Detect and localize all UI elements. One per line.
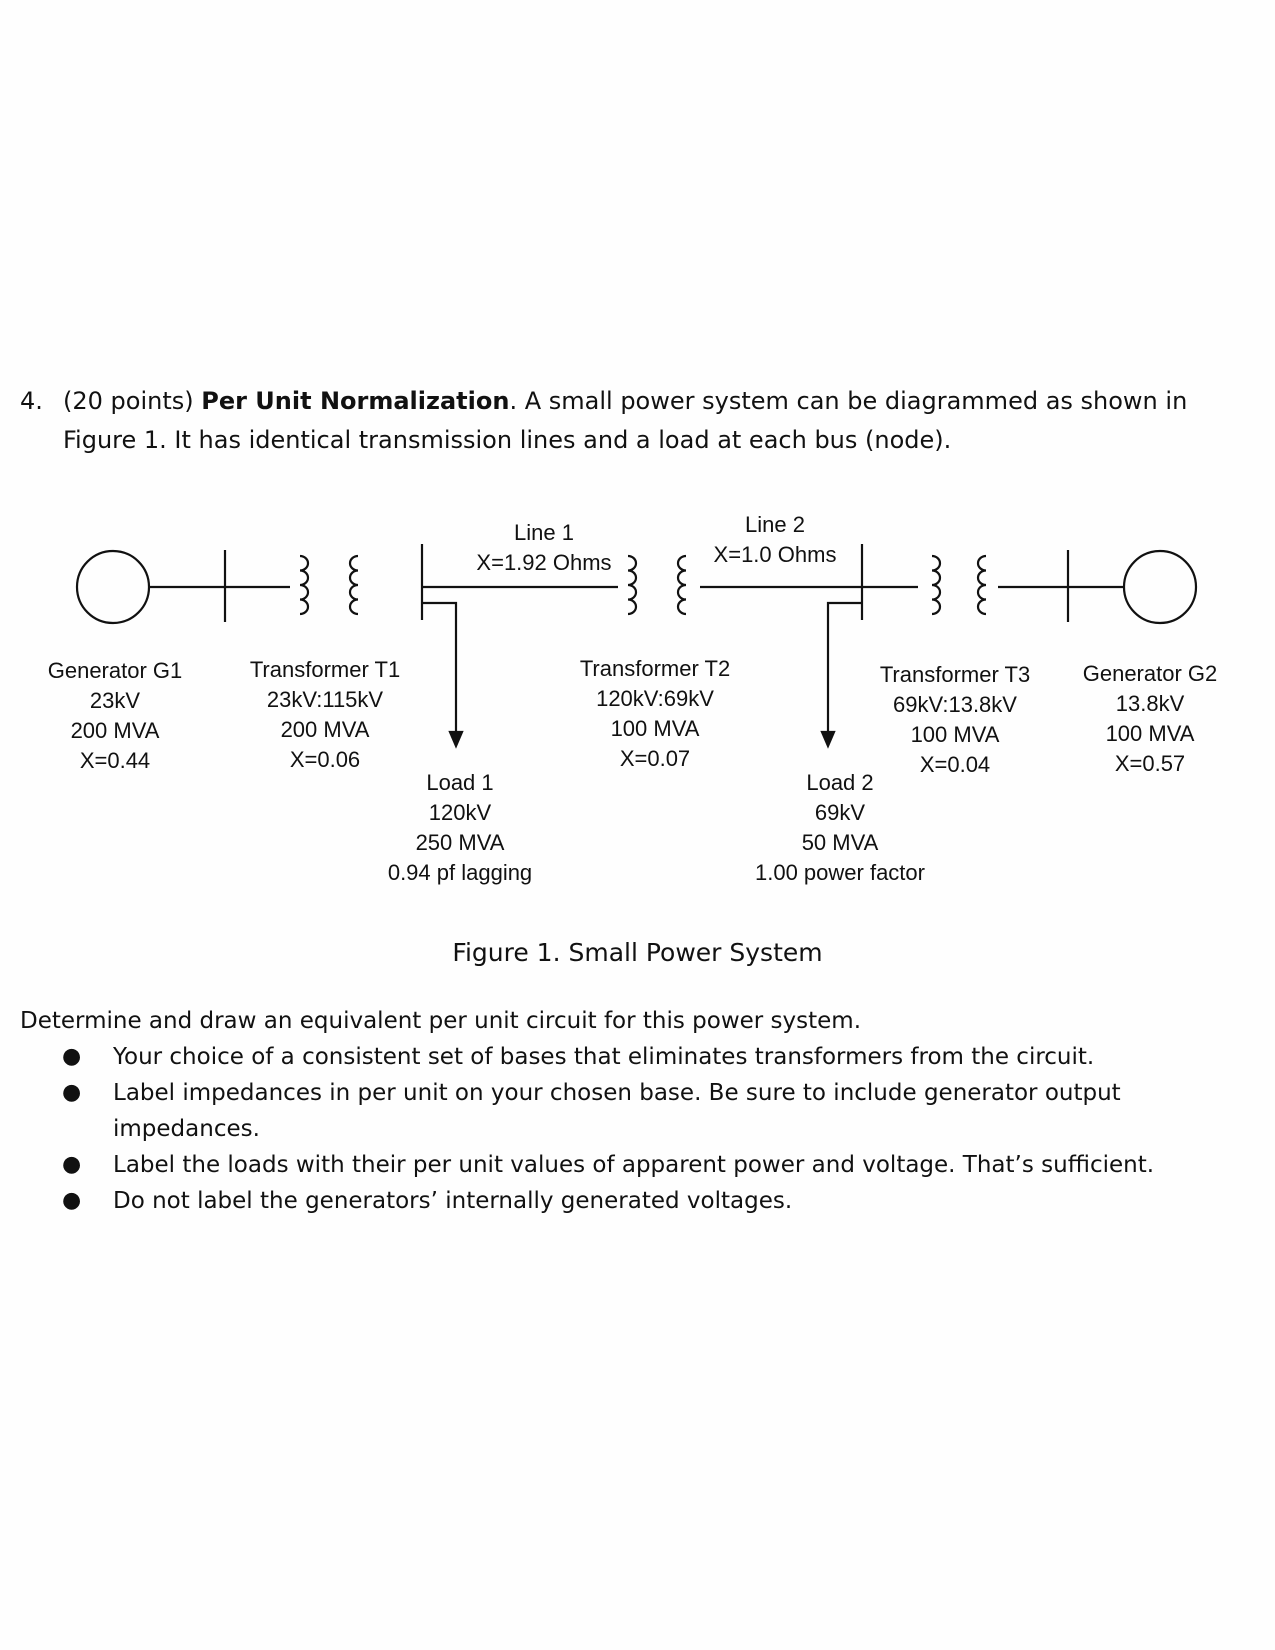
problem-line-1: 4. (20 points) Per Unit Normalization. A …: [20, 382, 1260, 421]
load-1-pf: 0.94 pf lagging: [387, 860, 533, 885]
line-2-reactance: X=1.0 Ohms: [713, 542, 837, 567]
generator-g1-reactance: X=0.44: [79, 748, 151, 773]
transformer-t1-name: Transformer T1: [249, 657, 401, 682]
transformer-t2-reactance: X=0.07: [619, 746, 691, 771]
load-2-feeder: [826, 601, 862, 732]
transformer-t1-voltage: 23kV:115kV: [266, 687, 384, 712]
instructions: Determine and draw an equivalent per uni…: [20, 1003, 1260, 1219]
line-2-label: Line 2 X=1.0 Ohms: [690, 510, 860, 570]
load-1-feeder: [422, 601, 458, 732]
line-1-label: Line 1 X=1.92 Ohms: [444, 518, 644, 578]
line-2-name: Line 2: [745, 512, 805, 537]
transformer-t3-label: Transformer T3 69kV:13.8kV 100 MVA X=0.0…: [860, 660, 1050, 780]
generator-g1-name: Generator G1: [47, 658, 183, 683]
load-1-arrow: [448, 730, 464, 749]
instructions-intro: Determine and draw an equivalent per uni…: [20, 1008, 862, 1034]
transformer-t1-label: Transformer T1 23kV:115kV 200 MVA X=0.06: [230, 655, 420, 775]
generator-g2-symbol: [1122, 549, 1198, 625]
instruction-text: Label impedances in per unit on your cho…: [113, 1080, 1121, 1142]
transformer-t3-secondary-coil: [976, 554, 987, 616]
load-1-voltage: 120kV: [428, 800, 492, 825]
figure-caption: Figure 1. Small Power System: [0, 938, 1275, 967]
bullet-icon: ●: [62, 1044, 82, 1069]
problem-points: (20 points): [63, 387, 194, 415]
load-2-rating: 50 MVA: [801, 830, 879, 855]
generator-g1-label: Generator G1 23kV 200 MVA X=0.44: [30, 656, 200, 776]
transformer-t2-label: Transformer T2 120kV:69kV 100 MVA X=0.07: [560, 654, 750, 774]
power-system-diagram: [75, 544, 1198, 749]
instruction-item: ● Label the loads with their per unit val…: [20, 1147, 1173, 1183]
problem-number: 4.: [20, 387, 43, 415]
generator-g1-symbol: [75, 549, 151, 625]
load-2-arrow: [820, 730, 836, 749]
bullet-icon: ●: [62, 1152, 82, 1177]
transformer-t2-primary-coil: [627, 554, 638, 616]
line-1-reactance: X=1.92 Ohms: [476, 550, 612, 575]
generator-g2-rating: 100 MVA: [1105, 721, 1195, 746]
generator-g2-voltage: 13.8kV: [1115, 691, 1185, 716]
instruction-item: ● Your choice of a consistent set of base…: [20, 1039, 1173, 1075]
transformer-t1-primary-coil: [299, 554, 310, 616]
load-1-label: Load 1 120kV 250 MVA 0.94 pf lagging: [365, 768, 555, 888]
instruction-item: ● Do not label the generators’ internally…: [20, 1183, 1173, 1219]
generator-g1-rating: 200 MVA: [70, 718, 160, 743]
transformer-t2-rating: 100 MVA: [610, 716, 700, 741]
transformer-t3-name: Transformer T3: [879, 662, 1031, 687]
load-2-voltage: 69kV: [814, 800, 866, 825]
load-1-rating: 250 MVA: [415, 830, 505, 855]
load-1-name: Load 1: [426, 770, 494, 795]
generator-g2-reactance: X=0.57: [1114, 751, 1186, 776]
transformer-t3-primary-coil: [931, 554, 942, 616]
generator-g2-label: Generator G2 13.8kV 100 MVA X=0.57: [1065, 659, 1235, 779]
instruction-item: ● Label impedances in per unit on your ch…: [20, 1075, 1173, 1147]
problem-line-2: Figure 1. It has identical transmission …: [63, 426, 952, 454]
load-2-pf: 1.00 power factor: [755, 860, 925, 885]
instruction-text: Label the loads with their per unit valu…: [113, 1152, 1155, 1178]
transformer-t1-secondary-coil: [348, 554, 359, 616]
generator-g2-name: Generator G2: [1082, 661, 1218, 686]
instruction-text: Do not label the generators’ internally …: [113, 1188, 793, 1214]
transformer-t2-name: Transformer T2: [579, 656, 731, 681]
transformer-t2-voltage: 120kV:69kV: [596, 686, 714, 711]
problem-statement: 4. (20 points) Per Unit Normalization. A …: [20, 382, 1260, 460]
load-2-label: Load 2 69kV 50 MVA 1.00 power factor: [735, 768, 945, 888]
instruction-text: Your choice of a consistent set of bases…: [113, 1044, 1095, 1070]
load-2-name: Load 2: [806, 770, 874, 795]
bullet-icon: ●: [62, 1080, 82, 1105]
transformer-t1-reactance: X=0.06: [289, 747, 361, 772]
transformer-t3-reactance: X=0.04: [919, 752, 991, 777]
transformer-t3-rating: 100 MVA: [910, 722, 1000, 747]
problem-title: Per Unit Normalization: [201, 387, 510, 415]
transformer-t3-voltage: 69kV:13.8kV: [893, 692, 1017, 717]
line-1-name: Line 1: [514, 520, 574, 545]
transformer-t1-rating: 200 MVA: [280, 717, 370, 742]
instructions-list: ● Your choice of a consistent set of base…: [20, 1039, 1260, 1219]
transformer-t2-secondary-coil: [676, 554, 687, 616]
problem-text: . A small power system can be diagrammed…: [509, 387, 1188, 415]
figure-caption-text: Figure 1. Small Power System: [452, 938, 823, 967]
generator-g1-voltage: 23kV: [89, 688, 141, 713]
bullet-icon: ●: [62, 1188, 82, 1213]
